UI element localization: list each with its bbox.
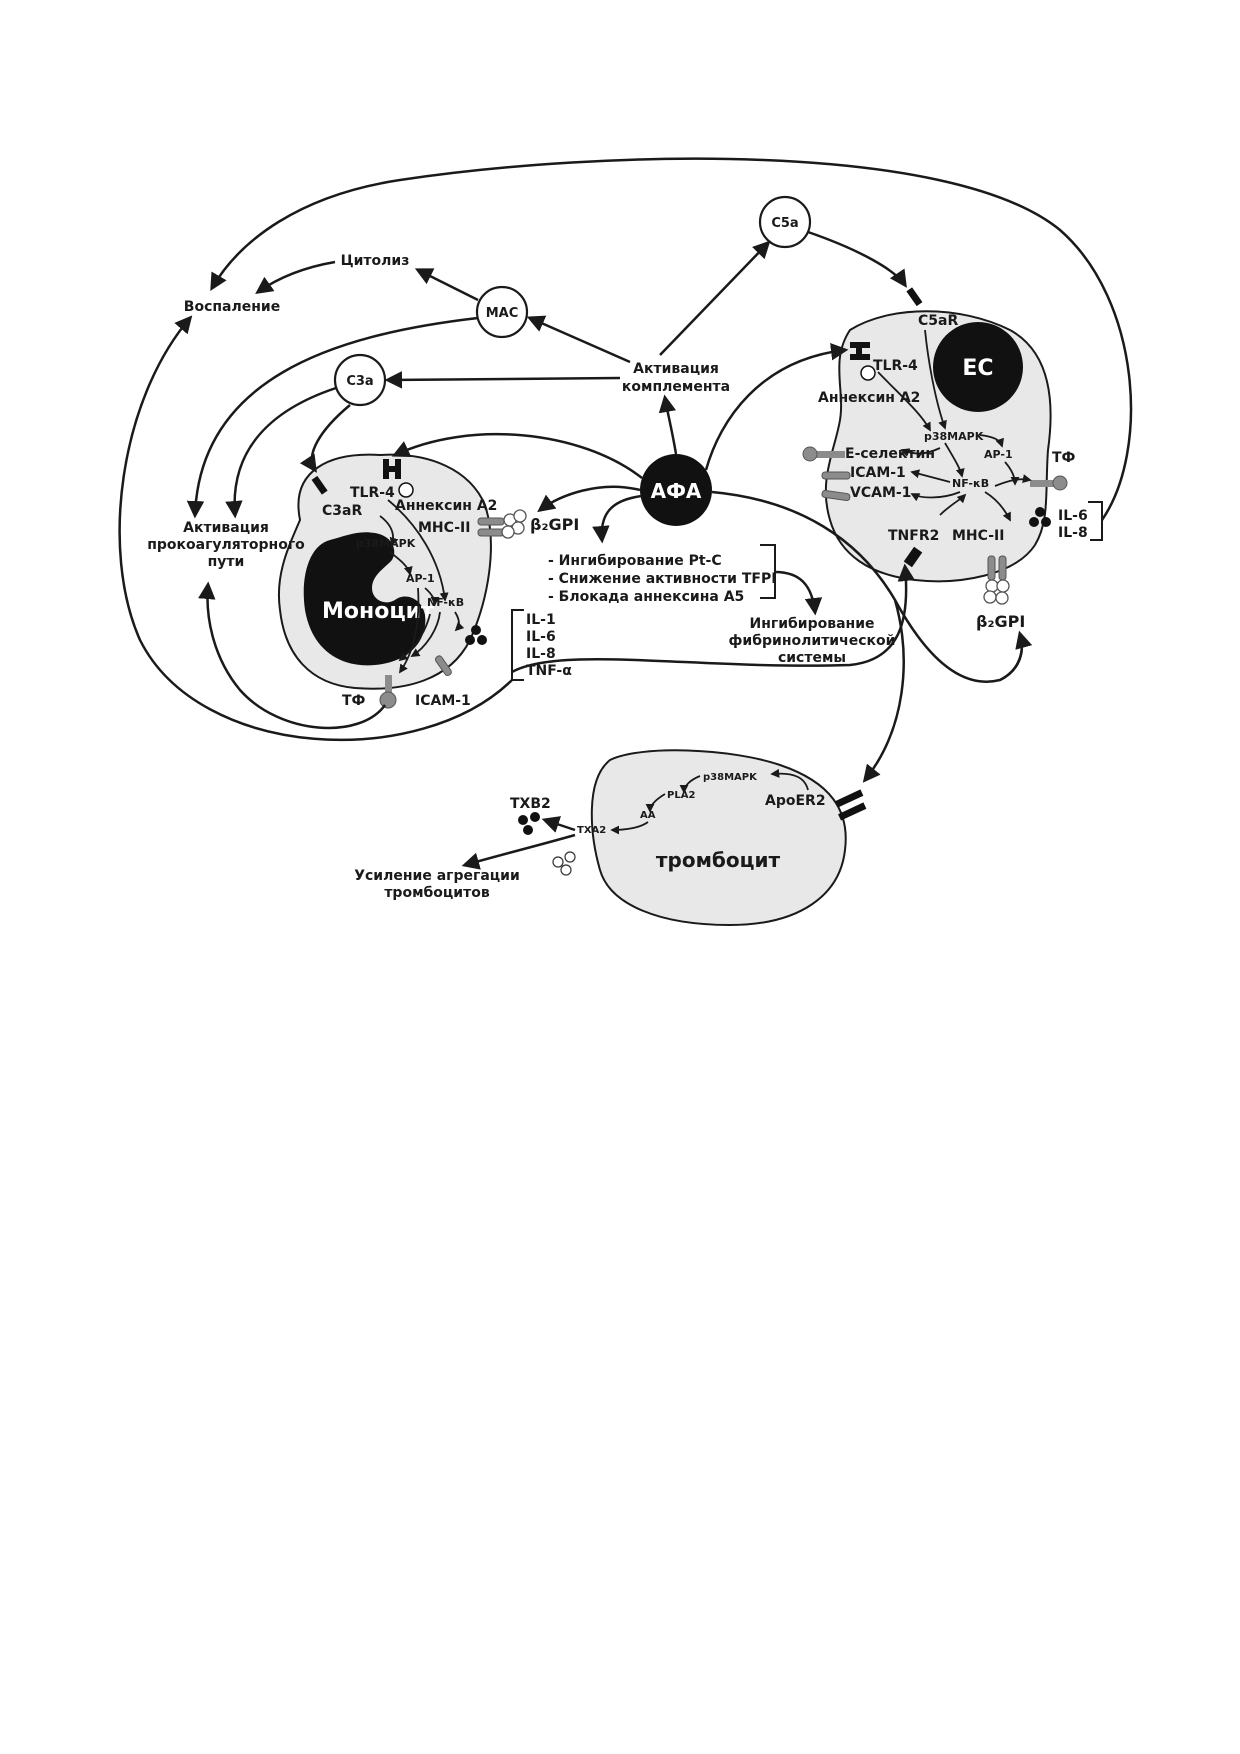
pl-txb2-label: TXB2 [510, 796, 551, 812]
ec-tnfr2-label: TNFR2 [888, 528, 939, 544]
mono-icam-label: ICAM-1 [415, 693, 471, 709]
fibrinolysis-label: системы [778, 650, 846, 666]
mono-mhc2-receptor [477, 517, 505, 537]
aggregation-label-1: Усиление агрегации [354, 868, 520, 884]
afa-text: АФА [651, 479, 702, 503]
ec-icam-receptor [821, 471, 851, 480]
ec-tf-label: ТФ [1052, 450, 1076, 466]
ec-tf-receptor [1030, 475, 1068, 491]
mono-tlr4-label: TLR-4 [350, 485, 395, 501]
c5a-text: C5a [771, 216, 798, 231]
mono-mhc2-label: MHC-II [418, 520, 470, 536]
ec-nucleus [933, 322, 1023, 412]
c3a-text: C3a [346, 374, 373, 389]
ec-label: EC [962, 356, 993, 381]
cytokine-ec: IL-6 [1058, 508, 1088, 524]
mono-b2gpi-icon [501, 509, 527, 539]
fibrinolysis-label: Ингибирование [749, 616, 874, 632]
mechanism-item: - Снижение активности TFPI [548, 571, 776, 587]
ec-p38-label: p38MAPK [924, 430, 984, 443]
mac-node [475, 285, 529, 339]
cytokine-ec-bracket [1088, 501, 1103, 541]
cytokine-mono: IL-8 [526, 646, 556, 662]
mechanism-item: - Блокада аннексина А5 [548, 589, 744, 605]
pl-aa-label: AA [640, 810, 656, 821]
complement-activation-label-1: Активация [633, 361, 719, 377]
pl-pla2-label: PLA2 [667, 790, 695, 801]
ec-signal-arrows [877, 329, 1032, 522]
cytokine-mono: IL-6 [526, 629, 556, 645]
mono-tf-receptor [379, 675, 397, 709]
ec-b2gpi-label: β₂GPI [976, 612, 1025, 631]
ec-icam-label: ICAM-1 [850, 465, 906, 481]
monocyte-label: Моноцит [322, 599, 434, 624]
ec-tlr4-label: TLR-4 [873, 358, 918, 374]
mono-c3ar-label: C3aR [322, 503, 362, 519]
ec-vcam-receptor [821, 489, 851, 502]
inflammation-label: Воспаление [184, 299, 280, 315]
ec-vcam-label: VCAM-1 [850, 485, 911, 501]
ec-tnfr2-receptor [903, 546, 923, 568]
mac-text: MAC [486, 306, 519, 321]
ec-b2gpi-icon [983, 579, 1010, 605]
ec-tlr4-receptor [850, 342, 870, 360]
ec-eselectin-label: Е-селектин [845, 446, 935, 462]
cytokine-ec: IL-8 [1058, 525, 1088, 541]
platelet-cell [590, 749, 847, 927]
mono-signal-arrows [379, 499, 465, 674]
mono-ap1-label: AP-1 [406, 572, 435, 585]
ec-c5ar-receptor [906, 287, 923, 307]
mono-icam-receptor [434, 655, 452, 677]
ec-ap1-label: AP-1 [984, 448, 1013, 461]
ec-mhc2-label: MHC-II [952, 528, 1004, 544]
procoag-label-2: прокоагуляторного [147, 537, 305, 553]
mono-tlr4-receptor [383, 459, 401, 479]
ec-nfkb-label: NF-κB [952, 477, 989, 490]
cytokine-mono-bracket [511, 609, 524, 681]
cytokine-mono: IL-1 [526, 612, 556, 628]
apoer2-receptor [835, 789, 867, 821]
txb2-dots [518, 812, 540, 835]
c5a-node [758, 195, 812, 249]
aggregation-label-2: тромбоцитов [384, 885, 490, 901]
mono-p38-label: p38MAPK [356, 537, 416, 550]
complement-activation-label-2: комплемента [622, 379, 730, 395]
ec-eselectin-receptor [802, 446, 845, 462]
ec-cytokine-dots [1029, 507, 1051, 527]
monocyte-nucleus [303, 532, 426, 666]
procoag-label-3: пути [208, 554, 245, 570]
ec-annexin-receptor [860, 365, 876, 381]
cytokine-mono: TNF-α [526, 663, 572, 679]
mono-annexin-label: Аннексин А2 [395, 498, 497, 514]
platelet-label: тромбоцит [656, 848, 781, 872]
procoag-label-1: Активация [183, 520, 269, 536]
ec-mhc2-receptor [987, 555, 1007, 581]
pl-txa2-label: TXA2 [577, 825, 606, 836]
ec-annexin-label: Аннексин А2 [818, 390, 920, 406]
mono-b2gpi-label: β₂GPI [530, 515, 579, 534]
pl-p38-label: p38MAPK [703, 772, 758, 783]
mono-tf-label: ТФ [342, 693, 366, 709]
mechanism-item: - Ингибирование Pt-C [548, 553, 722, 569]
pl-apoer2-label: ApoER2 [765, 793, 826, 809]
fibrinolysis-label: фибринолитической [729, 633, 896, 649]
txa2-open-dots [552, 851, 576, 876]
mono-c3ar-receptor [311, 475, 328, 495]
mono-cytokine-dots [465, 625, 487, 645]
afa-node [640, 454, 712, 526]
platelet-signal-arrows [461, 768, 809, 870]
cytolysis-label: Цитолиз [341, 253, 410, 269]
mono-annexin-receptor [398, 482, 414, 498]
ec-c5ar-label: C5aR [918, 313, 958, 329]
main-arrows [118, 157, 1133, 783]
